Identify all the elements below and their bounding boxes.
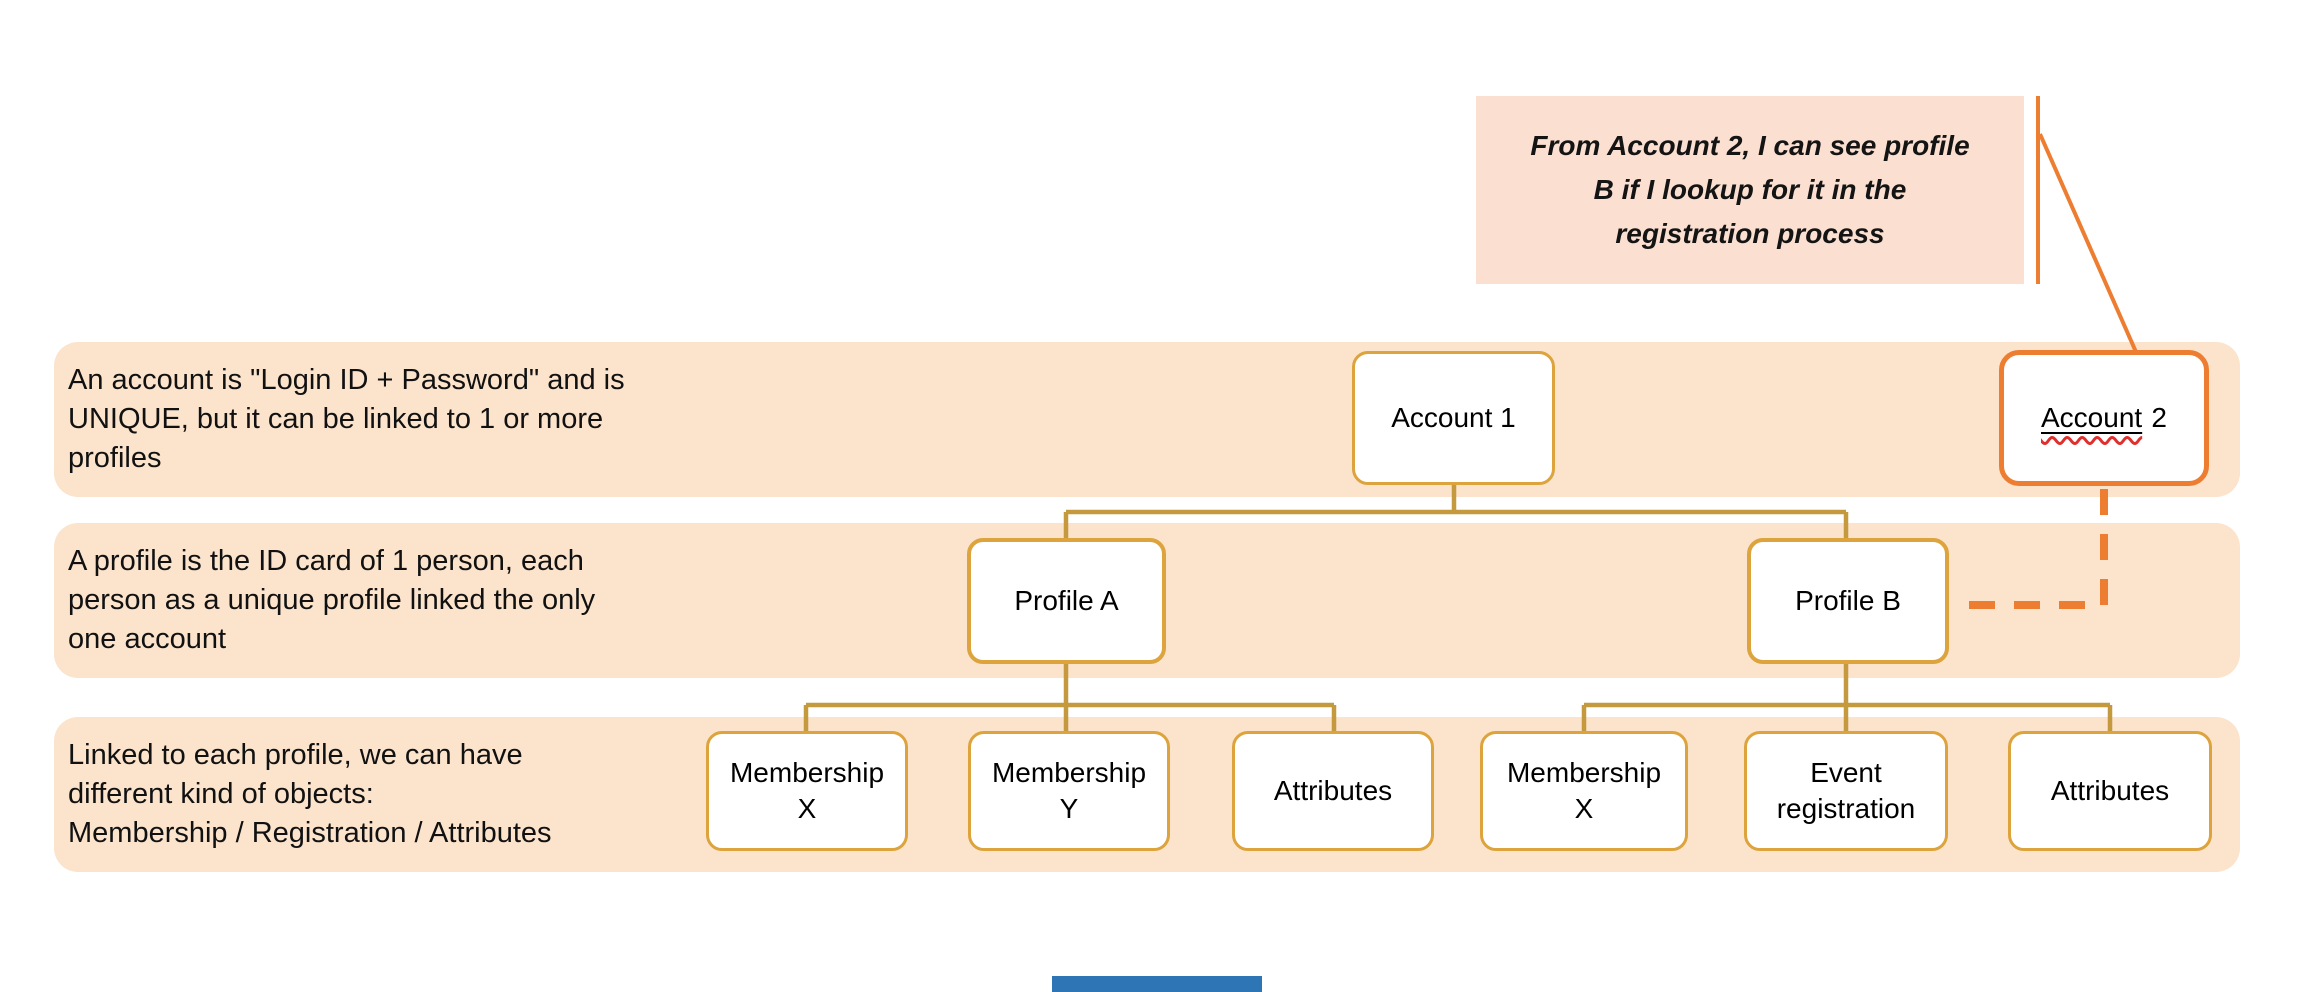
node-attributes-b: Attributes — [2008, 731, 2212, 851]
node-event-registration-label: Event registration — [1776, 757, 1916, 824]
band-accounts-text: An account is "Login ID + Password" and … — [68, 364, 625, 474]
node-membership-x-b: Membership X — [1480, 731, 1688, 851]
callout-note: From Account 2, I can see profile B if I… — [1476, 96, 2024, 284]
account-2-misspelled-word: Account — [2041, 402, 2143, 433]
node-membership-x-b-label: Membership X — [1506, 757, 1662, 824]
node-profile-b: Profile B — [1747, 538, 1949, 664]
node-attributes-b-label: Attributes — [2050, 775, 2170, 806]
node-profile-a-label: Profile A — [1014, 585, 1119, 616]
node-event-registration: Event registration — [1744, 731, 1948, 851]
node-profile-a: Profile A — [967, 538, 1166, 664]
callout-note-text: From Account 2, I can see profile B if I… — [1530, 130, 1970, 249]
node-account-1: Account 1 — [1352, 351, 1555, 485]
node-account-2: Account 2 — [1999, 350, 2209, 486]
callout-pointer-line — [2038, 133, 2138, 353]
node-membership-y-a: Membership Y — [968, 731, 1170, 851]
node-account-1-label: Account 1 — [1391, 402, 1516, 433]
node-membership-x-a-label: Membership X — [729, 757, 885, 824]
horizontal-scrollbar-thumb[interactable] — [1052, 976, 1262, 992]
band-objects-text: Linked to each profile, we can have diff… — [68, 739, 552, 849]
band-profiles-text: A profile is the ID card of 1 person, ea… — [68, 545, 596, 655]
callout-edge-line — [2036, 96, 2040, 284]
node-profile-b-label: Profile B — [1795, 585, 1901, 616]
node-membership-x-a: Membership X — [706, 731, 908, 851]
node-attributes-a-label: Attributes — [1273, 775, 1393, 806]
node-membership-y-a-label: Membership Y — [991, 757, 1147, 824]
node-attributes-a: Attributes — [1232, 731, 1434, 851]
band-accounts: An account is "Login ID + Password" and … — [54, 342, 2240, 497]
account-2-number: 2 — [2151, 402, 2167, 433]
node-account-2-label: Account 2 — [2041, 400, 2167, 436]
